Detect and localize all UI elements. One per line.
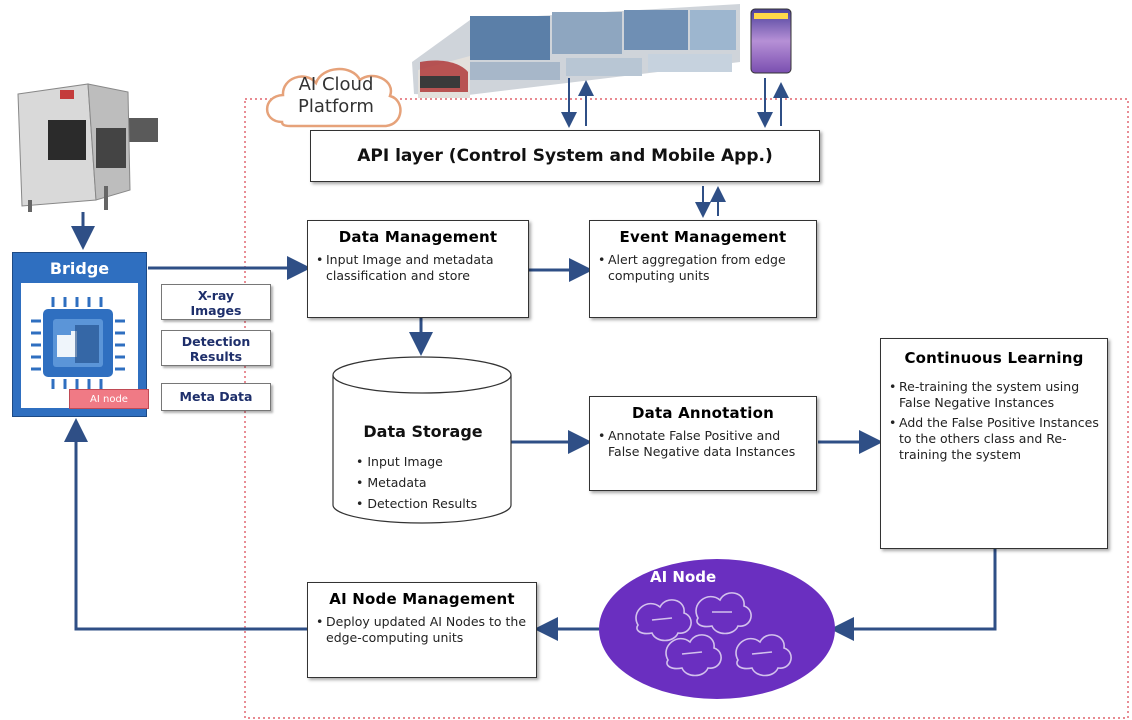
tag-xray-line2: Images <box>190 303 242 318</box>
cloud-label-line1: AI Cloud <box>298 74 374 95</box>
ai-node-management-list: Deploy updated AI Nodes to the edge-comp… <box>308 614 536 646</box>
data-storage-content: Data Storage • Input Image • Metadata • … <box>340 422 506 514</box>
data-management-title: Data Management <box>338 228 498 246</box>
ai-node-oval <box>599 559 835 699</box>
event-management-item: Alert aggregation from edge computing un… <box>598 252 810 284</box>
data-storage-list: • Input Image • Metadata • Detection Res… <box>340 451 506 514</box>
ai-node-badge: AI node <box>69 389 149 409</box>
ai-node-title: AI Node <box>650 568 717 586</box>
event-management-box: Event Management Alert aggregation from … <box>589 220 817 318</box>
data-annotation-box: Data Annotation Annotate False Positive … <box>589 396 817 491</box>
continuous-learning-box: Continuous Learning Re-training the syst… <box>880 338 1108 549</box>
control-room-monitors-icon <box>412 4 740 98</box>
data-storage-title: Data Storage <box>363 422 483 441</box>
continuous-learning-list: Re-training the system using False Negat… <box>881 379 1107 463</box>
tag-detection-line1: Detection <box>181 334 251 349</box>
ai-node-management-title: AI Node Management <box>329 590 515 608</box>
api-layer-box: API layer (Control System and Mobile App… <box>310 130 820 182</box>
ai-node-management-box: AI Node Management Deploy updated AI Nod… <box>307 582 537 678</box>
data-storage-item-text: Metadata <box>367 475 427 490</box>
data-annotation-title: Data Annotation <box>632 404 774 422</box>
ai-node-management-item: Deploy updated AI Nodes to the edge-comp… <box>316 614 530 646</box>
event-management-title: Event Management <box>619 228 787 246</box>
data-annotation-item: Annotate False Positive and False Negati… <box>598 428 810 460</box>
data-storage-item: • Metadata <box>356 475 427 490</box>
event-management-list: Alert aggregation from edge computing un… <box>590 252 816 284</box>
data-storage-item: • Detection Results <box>356 496 478 511</box>
tag-meta-line1: Meta Data <box>179 389 253 404</box>
data-storage-item: • Input Image <box>356 454 443 469</box>
xray-scanner-icon <box>17 83 158 212</box>
brain-network-icon <box>635 592 792 677</box>
cloud-shape <box>266 67 402 128</box>
data-annotation-list: Annotate False Positive and False Negati… <box>590 428 816 460</box>
data-storage-cylinder <box>332 356 512 524</box>
continuous-learning-item: Add the False Positive Instances to the … <box>889 415 1101 463</box>
smartphone-icon <box>750 8 792 74</box>
continuous-learning-title: Continuous Learning <box>904 349 1084 367</box>
platform-border <box>244 98 1129 719</box>
tag-meta-data: Meta Data <box>161 383 271 411</box>
data-management-box: Data Management Input Image and metadata… <box>307 220 529 318</box>
tag-detection-results: Detection Results <box>161 330 271 366</box>
bridge-box: Bridge AI node <box>12 252 149 417</box>
tag-detection-line2: Results <box>189 349 243 364</box>
bridge-title: Bridge <box>49 259 110 278</box>
tag-xray-images: X-ray Images <box>161 284 271 320</box>
chip-icon <box>31 297 125 389</box>
data-storage-item-text: Input Image <box>367 454 443 469</box>
data-storage-item-text: Detection Results <box>367 496 478 511</box>
data-management-item: Input Image and metadata classification … <box>316 252 522 284</box>
cloud-label: AI Cloud Platform <box>282 74 390 118</box>
tag-xray-line1: X-ray <box>197 288 235 303</box>
cloud-label-line2: Platform <box>298 96 374 117</box>
api-layer-title: API layer (Control System and Mobile App… <box>357 146 773 166</box>
data-management-list: Input Image and metadata classification … <box>308 252 528 284</box>
continuous-learning-item: Re-training the system using False Negat… <box>889 379 1101 411</box>
bridge-inner-panel: AI node <box>21 283 149 409</box>
